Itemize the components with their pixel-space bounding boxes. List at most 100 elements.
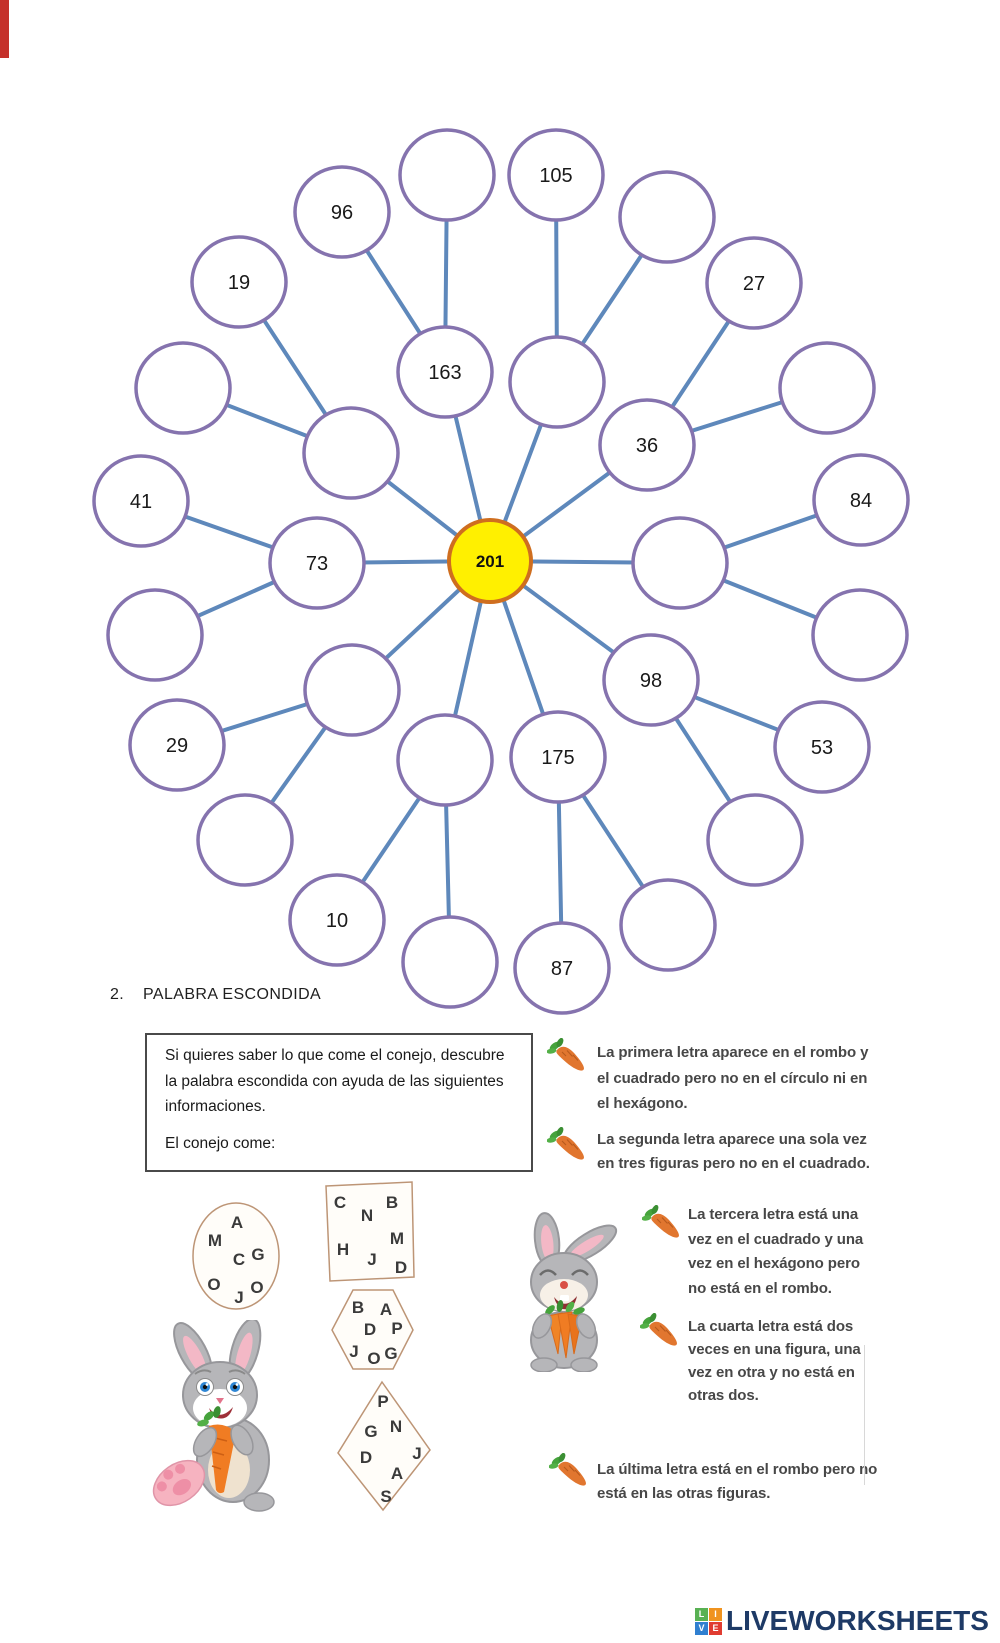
empty-answer-circle[interactable] <box>706 793 804 887</box>
number-circle-73 <box>268 516 366 610</box>
figure-letter: C <box>233 1250 245 1269</box>
figure-letter: N <box>361 1206 373 1225</box>
carrot-icon <box>547 1038 585 1072</box>
figure-letter: G <box>384 1344 397 1363</box>
center-circle <box>447 518 533 604</box>
intro-line-3: informaciones. <box>165 1098 266 1115</box>
number-circle-96 <box>293 165 391 259</box>
circle-number-label: 105 <box>539 165 572 187</box>
figure-letter: J <box>234 1288 243 1307</box>
bunny-with-carrots-image <box>530 1212 618 1372</box>
circle-number-label: 29 <box>166 735 188 757</box>
figure-letter: C <box>334 1193 346 1212</box>
number-web-diagram: 163 36 98 175 73 96 105 27 84 53 87 10 29 41 19 201 <box>92 128 910 1015</box>
circle-number-label: 19 <box>228 272 250 294</box>
circle-figure <box>192 1202 280 1310</box>
number-circle-36 <box>598 398 696 492</box>
circle-number-label: 41 <box>130 491 152 513</box>
figure-letter: A <box>380 1300 392 1319</box>
empty-answer-circle[interactable] <box>508 335 606 429</box>
empty-answer-circle[interactable] <box>778 341 876 435</box>
circle-number-label: 36 <box>636 435 658 457</box>
empty-answer-circle[interactable] <box>134 341 232 435</box>
empty-answer-circle[interactable] <box>196 793 294 887</box>
circle-number-label: 73 <box>306 553 328 575</box>
circle-number-label: 175 <box>541 747 574 769</box>
intro-prompt: El conejo come: <box>165 1135 276 1152</box>
intro-text: Si quieres saber lo que come el conejo, … <box>165 1043 504 1120</box>
logo-square-i: I <box>709 1607 722 1621</box>
number-circle-163 <box>396 325 494 419</box>
hexagon-figure <box>331 1289 414 1370</box>
figure-letter: N <box>390 1417 402 1436</box>
empty-answer-circle[interactable] <box>631 516 729 610</box>
circle-number-label: 87 <box>551 958 573 980</box>
figure-letter: G <box>251 1245 264 1264</box>
figure-letter: O <box>250 1278 263 1297</box>
rhombus-figure <box>337 1380 431 1512</box>
figure-letter: M <box>390 1229 404 1248</box>
number-circle-98 <box>602 633 700 727</box>
circle-number-label: 53 <box>811 737 833 759</box>
circle-number-label: 10 <box>326 910 348 932</box>
figure-letter: O <box>207 1275 220 1294</box>
number-circle-41 <box>92 454 190 548</box>
circle-number-label: 98 <box>640 670 662 692</box>
intro-box: Si quieres saber lo que come el conejo, … <box>145 1033 533 1172</box>
figure-letter: G <box>364 1422 377 1441</box>
figure-letter: B <box>386 1193 398 1212</box>
logo-square-l: L <box>695 1607 708 1621</box>
empty-answer-circle[interactable] <box>396 713 494 807</box>
circle-number-label: 27 <box>743 273 765 295</box>
square-figure <box>325 1181 415 1282</box>
circle-number-label: 84 <box>850 490 872 512</box>
circle-number-label: 96 <box>331 202 353 224</box>
number-circle-27 <box>705 236 803 330</box>
number-circle-175 <box>509 710 607 804</box>
intro-line-1: Si quieres saber lo que come el conejo, … <box>165 1047 505 1064</box>
logo-square-e: E <box>709 1621 722 1635</box>
number-circle-53 <box>773 700 871 794</box>
empty-answer-circle[interactable] <box>811 588 909 682</box>
figure-letter: D <box>395 1258 407 1277</box>
logo-square-v: V <box>695 1621 708 1635</box>
clue-text-5: La última letra está en el rombo pero no… <box>597 1461 878 1502</box>
empty-answer-circle[interactable] <box>619 878 717 972</box>
empty-answer-circle[interactable] <box>401 915 499 1009</box>
empty-answer-circle[interactable] <box>106 588 204 682</box>
number-circle-87 <box>513 921 611 1015</box>
section-title: PALABRA ESCONDIDA <box>143 986 322 1003</box>
number-circle-105 <box>507 128 605 222</box>
scan-corner-mark <box>0 0 9 58</box>
bunny-with-carrot-image <box>152 1320 275 1512</box>
empty-answer-circle[interactable] <box>398 128 496 222</box>
center-number-label: 201 <box>476 552 504 571</box>
scan-artifact-line <box>864 1345 865 1485</box>
number-circle-29 <box>128 698 226 792</box>
intro-line-2: la palabra escondida con ayuda de las si… <box>165 1072 504 1090</box>
section-number: 2. <box>110 986 125 1003</box>
figure-letter: M <box>208 1231 222 1250</box>
figure-letter: J <box>349 1342 358 1361</box>
figure-letter: D <box>364 1320 376 1339</box>
number-circle-19 <box>190 235 288 329</box>
figure-letter: H <box>337 1240 349 1259</box>
figure-letter: J <box>412 1444 421 1463</box>
circle-number-label: 163 <box>428 362 461 384</box>
empty-answer-circle[interactable] <box>302 406 400 500</box>
logo-wordmark: LIVEWORKSHEETS <box>726 1605 989 1636</box>
figure-letter: A <box>231 1213 243 1232</box>
empty-answer-circle[interactable] <box>303 643 401 737</box>
figure-letter: P <box>377 1392 388 1411</box>
number-circle-10 <box>288 873 386 967</box>
figure-letter: P <box>391 1319 402 1338</box>
empty-answer-circle[interactable] <box>618 170 716 264</box>
